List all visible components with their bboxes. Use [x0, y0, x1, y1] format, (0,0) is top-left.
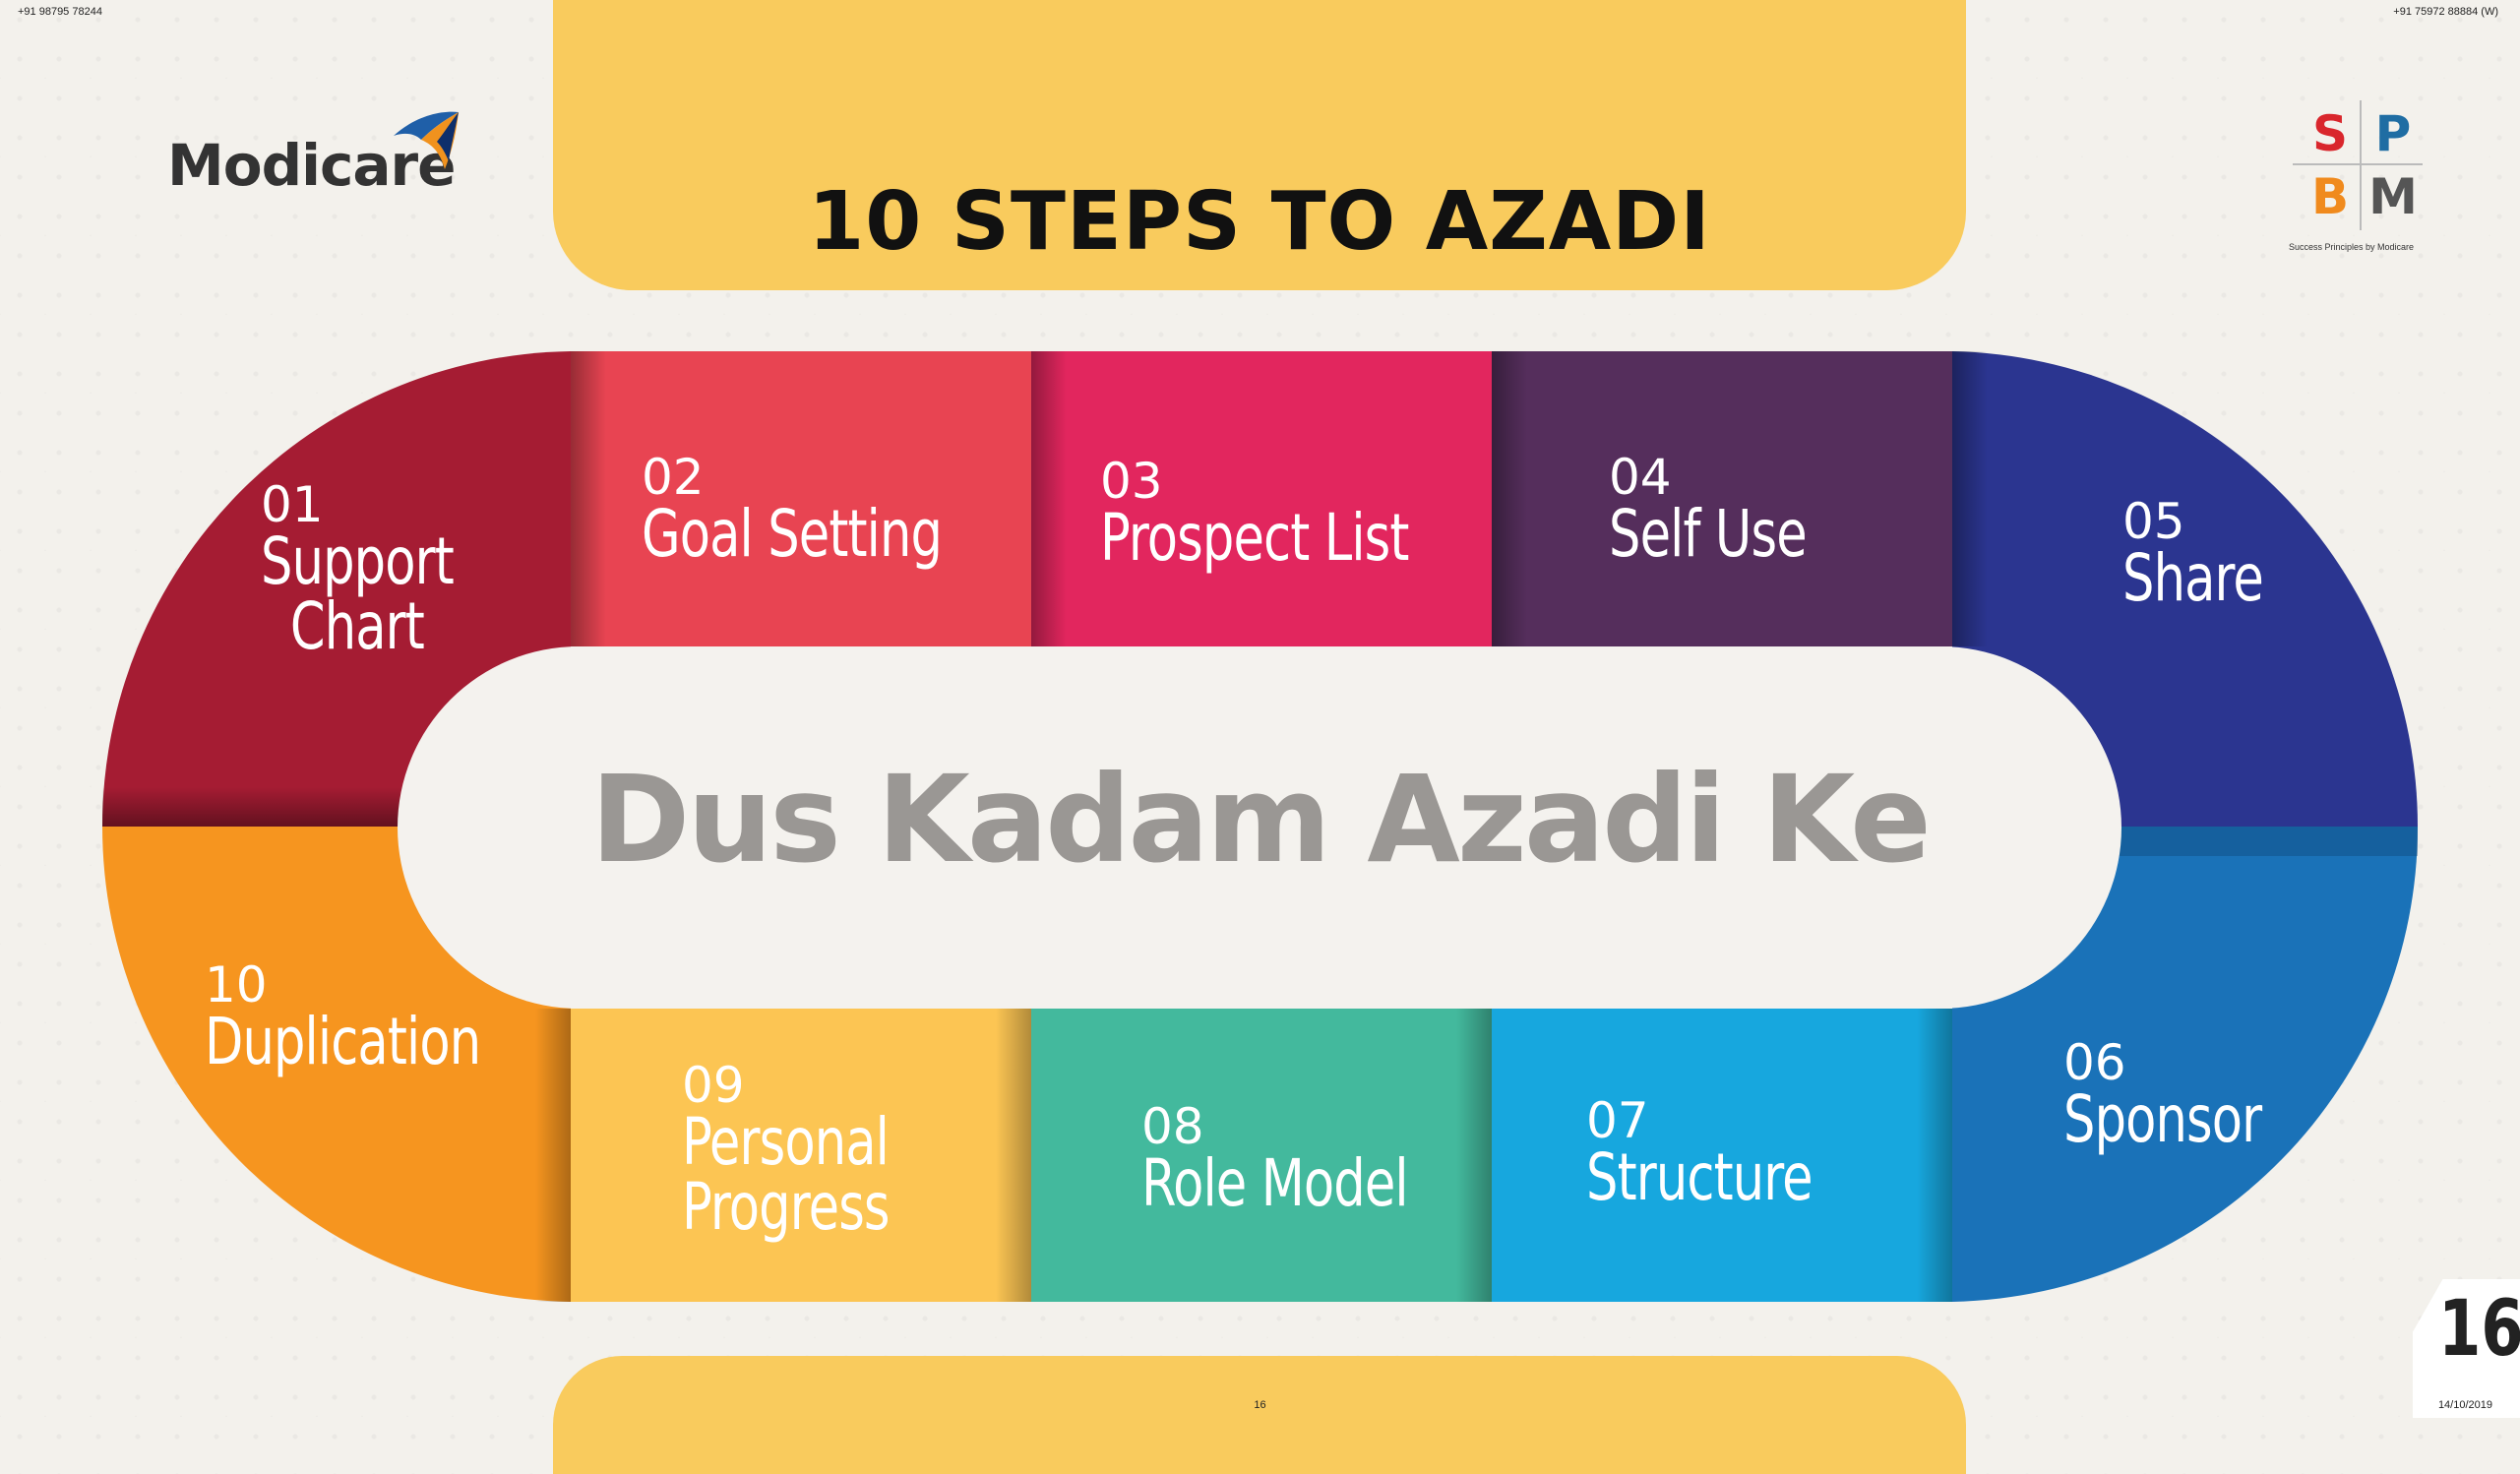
step-09-number: 09 — [682, 1057, 745, 1114]
top-banner — [553, 0, 1966, 290]
step-08: 08 Role Model — [1141, 1102, 1451, 1216]
step-05-shade — [1952, 351, 1988, 646]
step-08-segment — [1031, 1009, 1492, 1302]
step-02-label: Goal Setting — [642, 496, 943, 572]
step-02-number: 02 — [642, 449, 705, 506]
step-07-shade — [1917, 1009, 1952, 1302]
step-06-label: Sponsor — [2063, 1081, 2262, 1157]
step-03-label: Prospect List — [1100, 500, 1409, 576]
step-07-number: 07 — [1586, 1092, 1649, 1149]
step-04-shade — [1492, 351, 1527, 646]
step-09-shade — [996, 1009, 1031, 1302]
step-08-number: 08 — [1141, 1098, 1204, 1155]
step-01-number: 01 — [261, 476, 324, 533]
step-03: 03 Prospect List — [1100, 457, 1459, 571]
step-07: 07 Structure — [1586, 1096, 1849, 1210]
header-phone-left: +91 98795 78244 — [18, 6, 102, 18]
center-pill — [398, 646, 2121, 1009]
step-10-number: 10 — [205, 956, 268, 1013]
spbm-letter-p: P — [2374, 105, 2412, 162]
step-06-number: 06 — [2063, 1034, 2126, 1091]
step-10-shade — [535, 1009, 571, 1302]
page-number-badge — [2413, 1279, 2520, 1418]
swoosh-icon — [394, 111, 459, 169]
step-01: 01 Support Chart — [261, 480, 485, 659]
spbm-tagline: Success Principles by Modicare — [2289, 242, 2415, 252]
step-03-segment — [1031, 351, 1492, 646]
step-02: 02 Goal Setting — [642, 453, 991, 567]
step-04-segment — [1492, 351, 1952, 646]
modicare-wordmark: Modicare — [167, 132, 456, 199]
step-05-number: 05 — [2122, 493, 2185, 550]
spbm-letter-s: S — [2311, 105, 2348, 162]
step-07-label: Structure — [1586, 1139, 1813, 1215]
footer-page-number: 16 — [1254, 1399, 1266, 1411]
step-07-segment — [1492, 1009, 1952, 1302]
step-04-number: 04 — [1609, 449, 1672, 506]
step-09-segment — [571, 1009, 1031, 1302]
step-08-label: Role Model — [1141, 1145, 1409, 1221]
step-02-shade — [571, 351, 606, 646]
step-09-label: Personal Progress — [682, 1104, 891, 1245]
step-10: 10 Duplication — [205, 960, 525, 1075]
step-04: 04 Self Use — [1609, 453, 1838, 567]
step-05: 05 Share — [2122, 497, 2286, 611]
step-06: 06 Sponsor — [2063, 1038, 2294, 1152]
modicare-logo: Modicare — [167, 110, 462, 199]
step-03-number: 03 — [1100, 453, 1163, 510]
page-number: 16 — [2438, 1285, 2520, 1374]
spbm-letter-b: B — [2310, 168, 2350, 225]
step-10-label: Duplication — [205, 1004, 481, 1079]
spbm-divider-vertical — [2360, 100, 2362, 230]
footer-date: 14/10/2019 — [2437, 1399, 2492, 1411]
spbm-divider-horizontal — [2293, 163, 2423, 165]
spbm-letter-m: M — [2368, 168, 2418, 225]
center-tagline: Dus Kadam Azadi Ke — [590, 750, 1932, 890]
page-title: 10 STEPS TO AZADI — [808, 175, 1711, 269]
step-02-segment — [571, 351, 1031, 646]
step-05-label: Share — [2122, 540, 2264, 616]
spbm-logo: S P B M Success Principles by Modicare — [2289, 100, 2430, 258]
step-09: 09 Personal Progress — [682, 1061, 923, 1240]
step-08-shade — [1456, 1009, 1492, 1302]
step-04-label: Self Use — [1609, 496, 1808, 572]
step-01-label: Support Chart — [261, 523, 455, 664]
steps-track — [102, 351, 2418, 1302]
step-03-shade — [1031, 351, 1067, 646]
header-phone-right: +91 75972 88884 (W) — [2393, 6, 2498, 18]
